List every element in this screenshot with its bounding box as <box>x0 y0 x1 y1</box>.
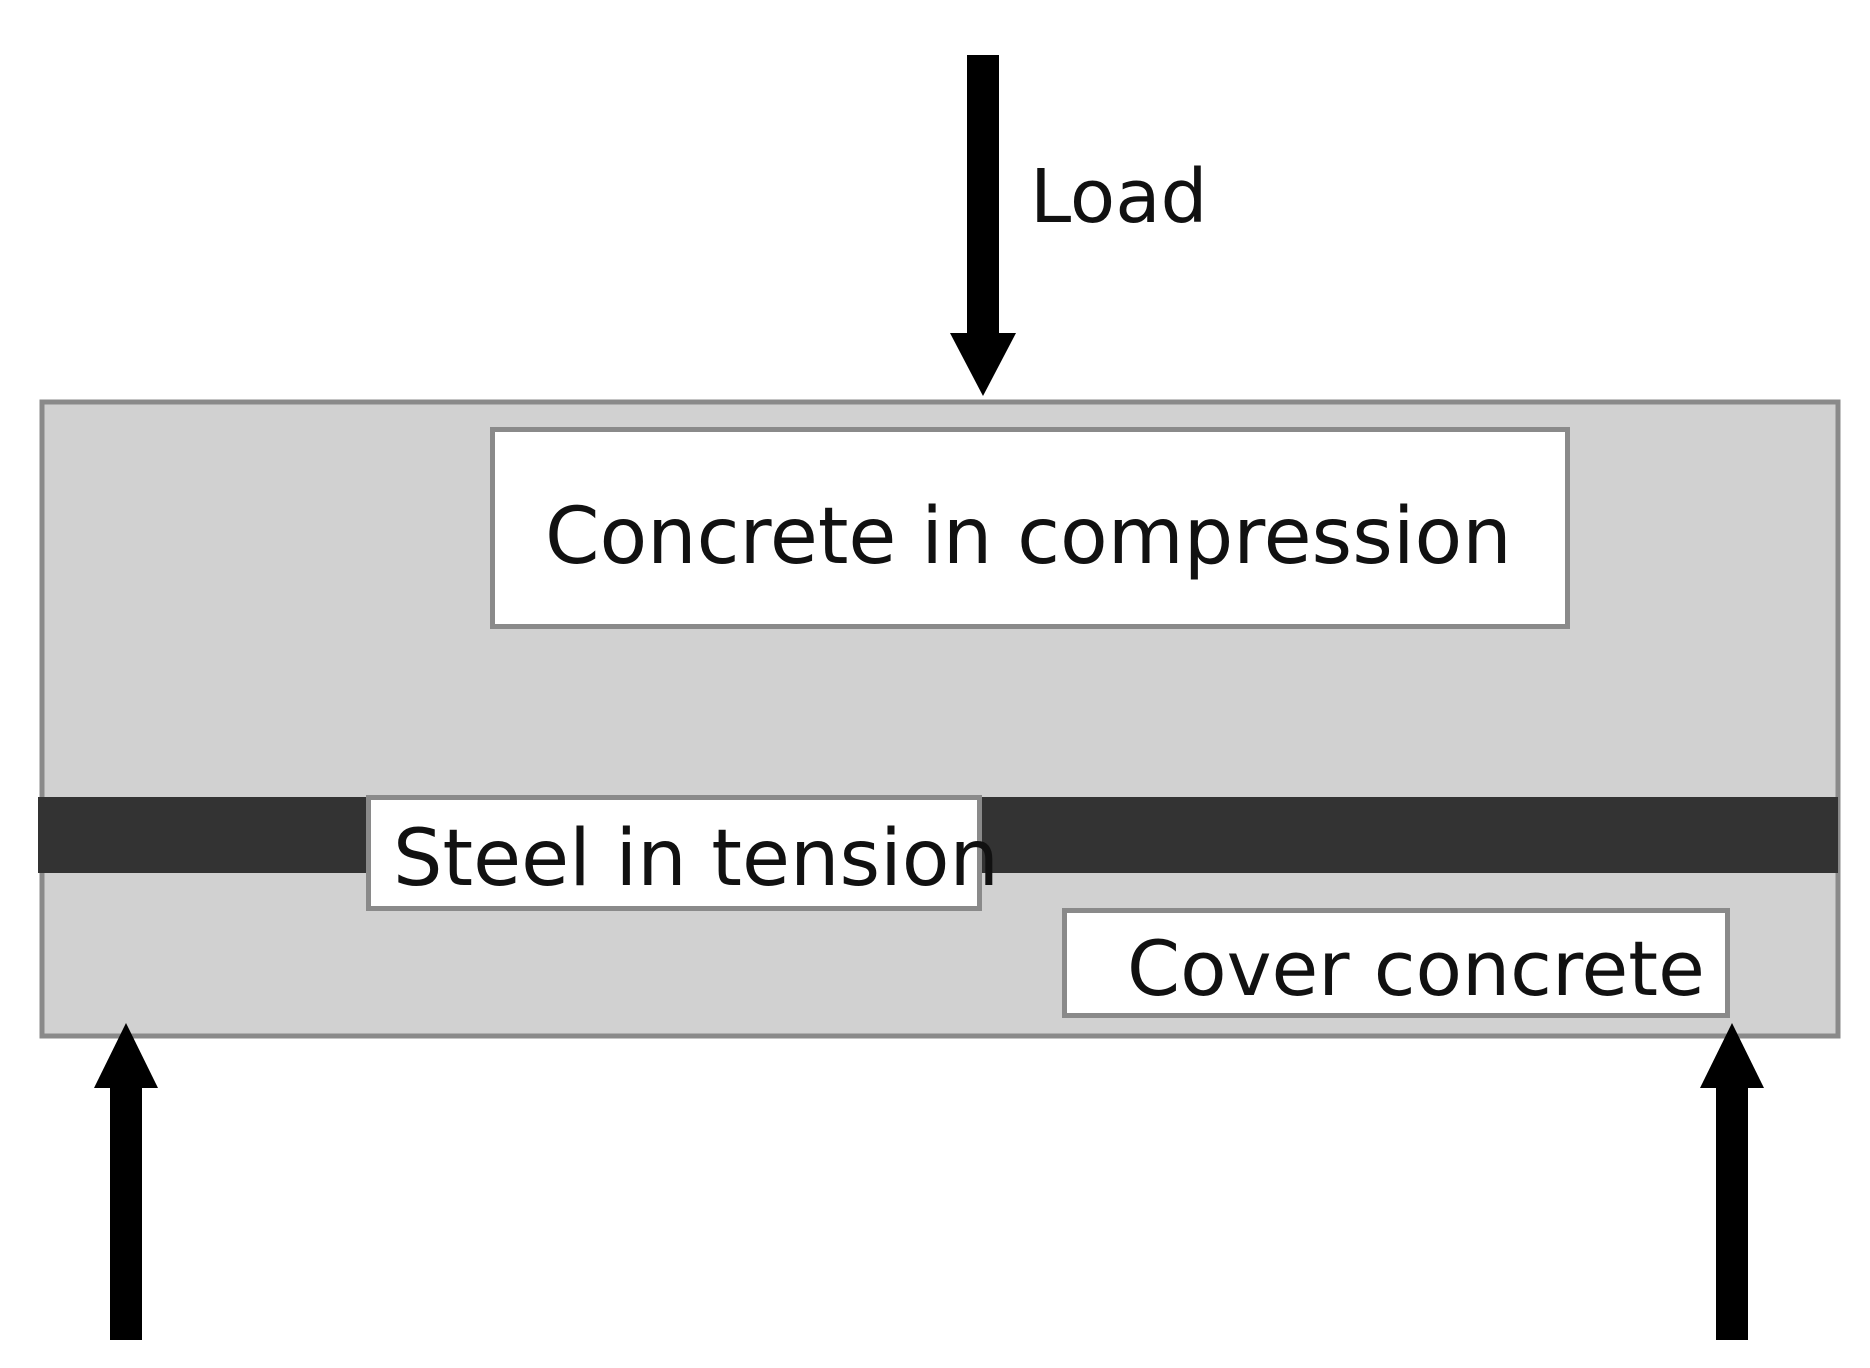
load-label: Load <box>1030 154 1208 240</box>
compression-label-box: Concrete in compression <box>490 427 1570 629</box>
left-support-arrow-icon <box>94 1023 158 1340</box>
tension-label-box: Steel in tension <box>366 795 999 911</box>
cover-label-box: Cover concrete <box>1062 908 1730 1018</box>
load-arrow-icon <box>950 55 1016 396</box>
cover-concrete-label: Cover concrete <box>1127 924 1705 1013</box>
concrete-compression-label: Concrete in compression <box>545 492 1512 582</box>
steel-tension-label: Steel in tension <box>393 814 999 904</box>
right-support-arrow-icon <box>1700 1023 1764 1340</box>
